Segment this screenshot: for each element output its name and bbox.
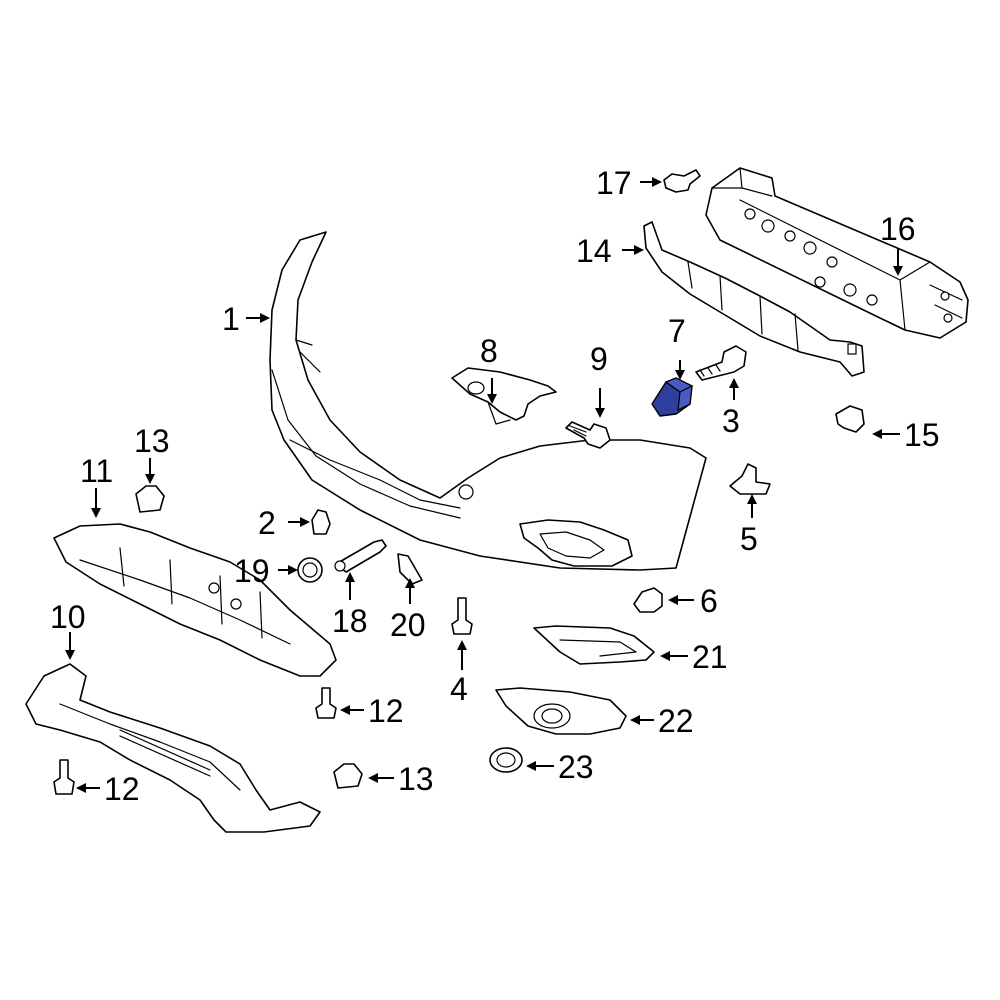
arrow-12a [340,705,364,715]
arrow-15 [872,429,900,439]
callout-8: 8 [480,333,498,369]
arrow-17 [640,177,662,187]
part-13b-nut[interactable] [333,763,363,789]
arrow-13b [368,773,394,783]
arrow-23 [526,761,554,771]
callout-17: 17 [596,165,632,201]
arrow-5 [747,494,757,518]
callout-9: 9 [590,341,608,377]
callout-20: 20 [390,607,426,643]
part-17-bolt[interactable] [663,169,701,193]
part-11-lower-deflector[interactable] [53,523,337,677]
arrow-16 [893,248,903,276]
part-12b-bolt[interactable] [53,759,75,795]
arrow-18 [345,572,355,600]
part-16-reinforcement-beam[interactable] [705,167,969,339]
arrow-22 [630,715,654,725]
part-20-cover[interactable] [397,553,423,585]
part-2-push-pin[interactable] [311,509,331,535]
arrow-2 [288,517,310,527]
arrow-14 [622,245,644,255]
part-15-clip[interactable] [835,405,865,433]
callout-7: 7 [668,313,686,349]
callout-1: 1 [222,301,240,337]
callout-6: 6 [700,583,718,619]
part-18-tow-eye[interactable] [334,539,387,573]
arrow-7 [675,360,685,380]
callout-15: 15 [904,417,940,453]
leader-arrows [65,177,903,793]
callout-2: 2 [258,505,276,541]
part-8-bracket[interactable] [451,367,557,425]
callout-14: 14 [576,233,612,269]
callout-12b: 12 [104,771,140,807]
arrow-21 [660,651,688,661]
callout-13b: 13 [398,761,434,797]
arrow-3 [729,378,739,400]
part-23-ring[interactable] [489,747,523,773]
part-21-fog-bezel[interactable] [533,625,655,665]
callout-labels: 1 2 3 4 5 6 7 8 9 10 11 12 12 13 13 14 1… [50,165,940,807]
arrow-1 [246,313,270,323]
part-7-highlighted-bracket[interactable] [651,377,694,417]
callout-11: 11 [80,453,113,489]
part-3-bolt[interactable] [695,345,747,381]
callout-18: 18 [332,603,368,639]
part-1-bumper-cover[interactable] [269,231,707,571]
part-6-nut[interactable] [633,587,663,613]
arrow-11 [91,488,101,518]
arrow-20 [405,578,415,604]
part-22-fog-surround[interactable] [495,687,627,735]
callout-10: 10 [50,599,86,635]
part-12a-bolt[interactable] [315,687,337,719]
callout-16: 16 [880,211,916,247]
arrow-10 [65,632,75,660]
callout-3: 3 [722,403,740,439]
arrow-12b [76,783,100,793]
arrow-9 [595,388,605,418]
callout-13a: 13 [134,423,170,459]
part-10-lower-bracket[interactable] [25,663,321,833]
callout-4: 4 [450,671,468,707]
arrow-13a [145,458,155,484]
callout-22: 22 [658,703,694,739]
part-9-bolt[interactable] [565,421,611,449]
callout-19: 19 [234,553,270,589]
callout-12a: 12 [368,693,404,729]
part-14-energy-absorber[interactable] [643,221,865,377]
part-19-plug[interactable] [297,557,323,583]
arrow-4 [457,640,467,670]
part-5-clip[interactable] [729,463,771,495]
part-4-bolt[interactable] [451,597,473,635]
callout-5: 5 [740,521,758,557]
arrow-6 [668,595,694,605]
arrow-19 [278,565,298,575]
callout-23: 23 [558,749,594,785]
part-13a-nut[interactable] [135,485,165,513]
arrow-8 [487,378,497,404]
callout-21: 21 [692,639,728,675]
